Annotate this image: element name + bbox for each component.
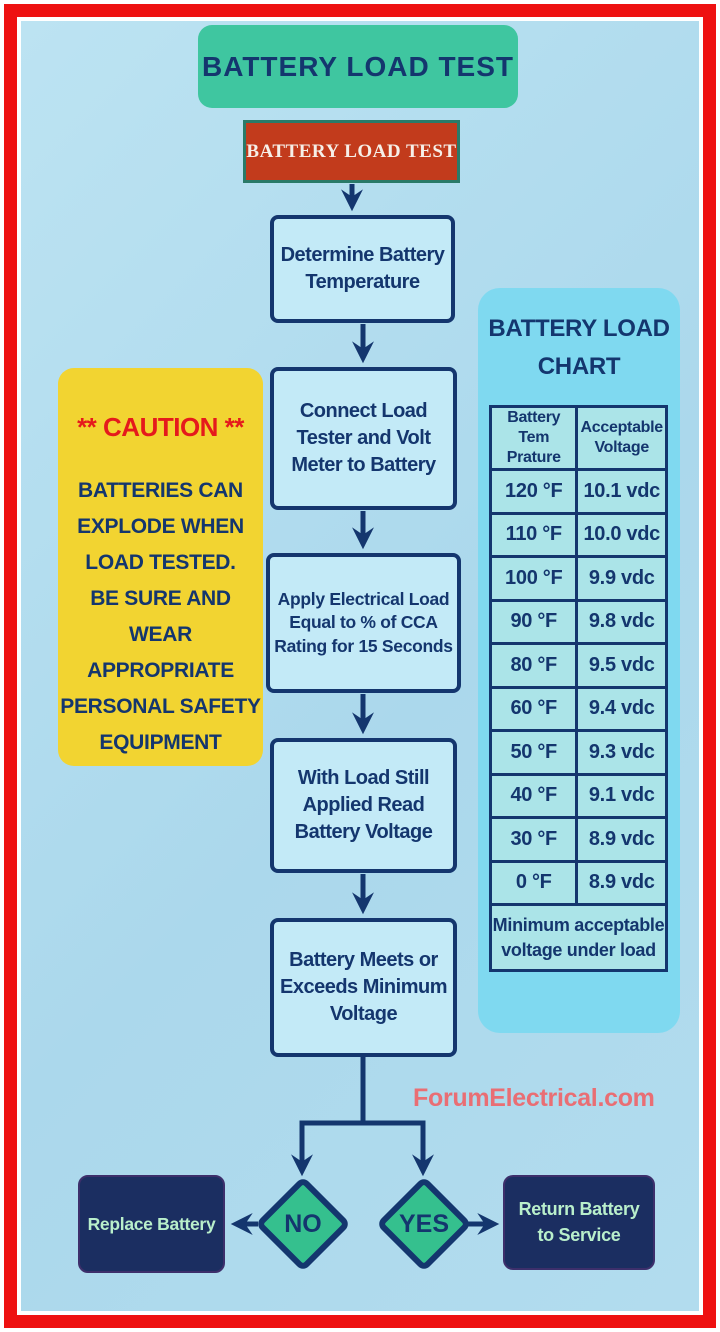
temp-cell: 30 °F xyxy=(488,816,579,863)
battery-load-table: Battery Tem Prature Acceptable Voltage 1… xyxy=(488,405,668,972)
voltage-cell: 9.5 vdc xyxy=(575,642,668,689)
caution-panel: ** CAUTION ** BATTERIES CAN EXPLODE WHEN… xyxy=(58,368,263,766)
voltage-cell: 9.4 vdc xyxy=(575,685,668,732)
temp-cell: 80 °F xyxy=(488,642,579,689)
outcome-label: Replace Battery xyxy=(87,1213,216,1234)
watermark-text: ForumElectrical.com xyxy=(413,1084,655,1112)
voltage-cell: 9.8 vdc xyxy=(575,598,668,645)
table-row: 100 °F 9.9 vdc xyxy=(488,555,668,602)
flow-step-determine-temperature: Determine Battery Temperature xyxy=(270,215,455,323)
voltage-cell: 9.3 vdc xyxy=(575,729,668,776)
table-footer-note: Minimum acceptable voltage under load xyxy=(489,903,668,972)
temp-cell: 40 °F xyxy=(488,772,579,819)
table-row: 110 °F 10.0 vdc xyxy=(488,511,668,558)
voltage-cell: 9.1 vdc xyxy=(575,772,668,819)
page-title: BATTERY LOAD TEST xyxy=(201,50,515,82)
table-row: 80 °F 9.5 vdc xyxy=(488,642,668,689)
title-banner: BATTERY LOAD TEST xyxy=(198,25,518,108)
voltage-cell: 10.1 vdc xyxy=(575,468,668,515)
decision-no-label: NO xyxy=(284,1209,322,1238)
chart-title: BATTERY LOAD CHART xyxy=(488,315,670,380)
temp-cell: 50 °F xyxy=(488,729,579,776)
temp-cell: 100 °F xyxy=(488,555,579,602)
voltage-cell: 9.9 vdc xyxy=(575,555,668,602)
caution-body: BATTERIES CAN EXPLODE WHEN LOAD TESTED. … xyxy=(60,479,261,754)
outcome-return-to-service: Return Battery to Service xyxy=(503,1175,655,1270)
decision-yes-label: YES xyxy=(398,1209,450,1238)
flow-step-read-voltage: With Load Still Applied Read Battery Vol… xyxy=(270,738,457,873)
subtitle-box: BATTERY LOAD TEST xyxy=(243,120,460,183)
table-header-row: Battery Tem Prature Acceptable Voltage xyxy=(488,405,668,471)
voltage-cell: 10.0 vdc xyxy=(575,511,668,558)
voltage-cell: 8.9 vdc xyxy=(575,816,668,863)
caution-title: ** CAUTION ** xyxy=(77,412,244,442)
decision-no: NO xyxy=(254,1175,352,1273)
table-footer-row: Minimum acceptable voltage under load xyxy=(489,903,668,972)
flow-step-label: Apply Electrical Load Equal to % of CCA … xyxy=(274,588,453,656)
voltage-header-cell: Acceptable Voltage xyxy=(575,405,668,471)
flow-step-label: Determine Battery Temperature xyxy=(280,244,445,293)
flow-step-apply-load: Apply Electrical Load Equal to % of CCA … xyxy=(266,553,461,693)
temp-cell: 90 °F xyxy=(488,598,579,645)
table-row: 40 °F 9.1 vdc xyxy=(488,772,668,819)
outcome-label: Return Battery to Service xyxy=(518,1199,640,1245)
table-row: 50 °F 9.3 vdc xyxy=(488,729,668,776)
subtitle-label: BATTERY LOAD TEST xyxy=(246,140,457,162)
table-row: 30 °F 8.9 vdc xyxy=(488,816,668,863)
outcome-replace-battery: Replace Battery xyxy=(78,1175,225,1273)
flow-step-label: Connect Load Tester and Volt Meter to Ba… xyxy=(291,400,436,476)
flow-step-meets-minimum: Battery Meets or Exceeds Minimum Voltage xyxy=(270,918,457,1057)
flow-step-label: Battery Meets or Exceeds Minimum Voltage xyxy=(279,949,448,1025)
flow-step-connect-tester: Connect Load Tester and Volt Meter to Ba… xyxy=(270,367,457,510)
temp-cell: 0 °F xyxy=(488,859,579,906)
temp-cell: 120 °F xyxy=(488,468,579,515)
table-row: 0 °F 8.9 vdc xyxy=(488,859,668,906)
temp-cell: 110 °F xyxy=(488,511,579,558)
temp-header-cell: Battery Tem Prature xyxy=(488,405,579,471)
battery-load-chart-panel: BATTERY LOAD CHART Battery Tem Prature A… xyxy=(478,288,680,1033)
flow-step-label: With Load Still Applied Read Battery Vol… xyxy=(294,767,433,843)
voltage-cell: 8.9 vdc xyxy=(575,859,668,906)
table-row: 90 °F 9.8 vdc xyxy=(488,598,668,645)
table-row: 120 °F 10.1 vdc xyxy=(488,468,668,515)
decision-yes: YES xyxy=(375,1175,473,1273)
table-row: 60 °F 9.4 vdc xyxy=(488,685,668,732)
temp-cell: 60 °F xyxy=(488,685,579,732)
